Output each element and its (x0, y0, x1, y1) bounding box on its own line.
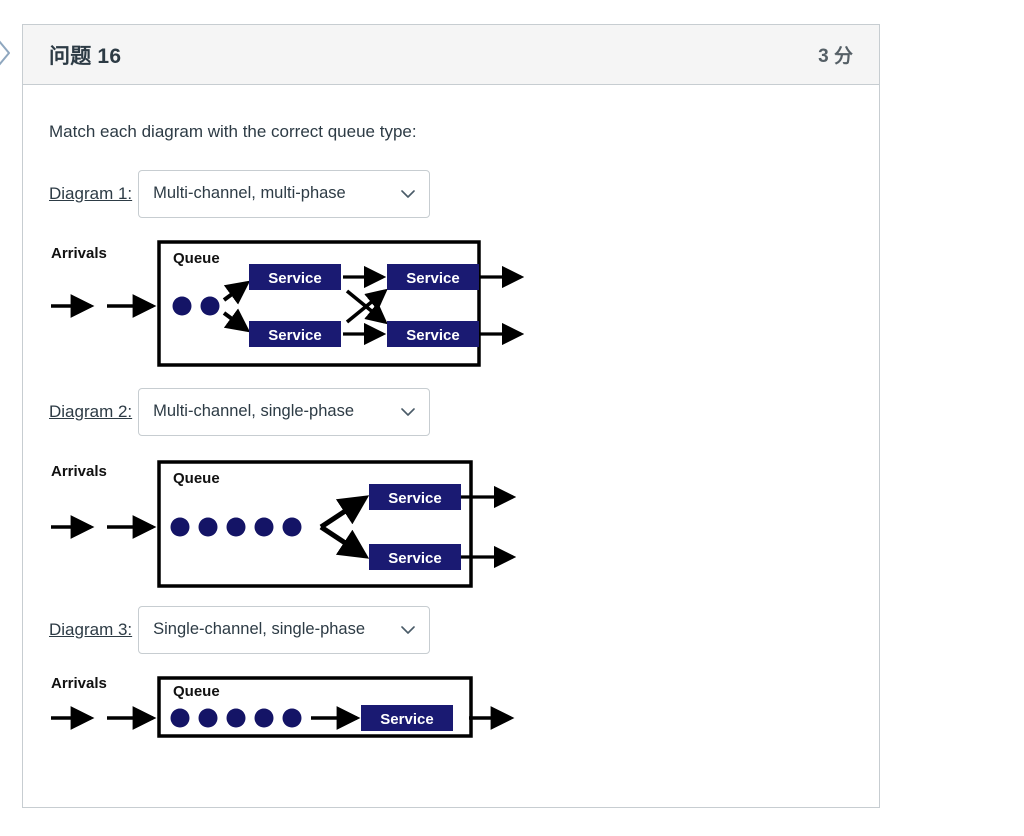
svg-text:Service: Service (268, 327, 321, 344)
diagram-2-svg: Arrivals Queue Servic (51, 460, 517, 588)
question-points: 3 分 (818, 46, 853, 67)
svg-text:Service: Service (388, 550, 441, 567)
spacer-1 (49, 368, 853, 388)
diagram-3-svg: Arrivals Queue Service (51, 675, 515, 738)
diagram-3-label: Diagram 3: (49, 619, 133, 639)
diagram-2-select[interactable]: Multi-channel, single-phase (138, 387, 431, 436)
diagram-3-select-value: Single-channel, single-phase (153, 620, 366, 639)
diagram-2-select-value: Multi-channel, single-phase (153, 402, 355, 421)
diagram-1-queue-label: Queue (173, 250, 220, 267)
diagram-2-image: Arrivals Queue Servic (49, 454, 853, 588)
chevron-down-icon (401, 625, 415, 634)
diagram-1-label: Diagram 1: (49, 183, 133, 203)
svg-text:Service: Service (268, 270, 321, 287)
question-prompt: Match each diagram with the correct queu… (49, 122, 417, 141)
question-title: 问题 16 (49, 44, 122, 68)
svg-text:Service: Service (380, 711, 433, 728)
svg-text:Service: Service (406, 270, 459, 287)
chevron-down-icon (401, 407, 415, 416)
svg-text:Service: Service (388, 490, 441, 507)
diagram-2-arrivals-label: Arrivals (51, 463, 107, 480)
match-row-2: Diagram 2: Multi-channel, single-phase (49, 387, 853, 436)
diagram-1-select-value: Multi-channel, multi-phase (153, 184, 346, 203)
chevron-right-icon[interactable] (0, 38, 14, 68)
diagram-2-queue-label: Queue (173, 470, 220, 487)
diagram-1-select[interactable]: Multi-channel, multi-phase (138, 169, 431, 218)
diagram-2-label: Diagram 2: (49, 401, 133, 421)
chevron-down-icon (401, 189, 415, 198)
question-body: Match each diagram with the correct queu… (23, 85, 879, 756)
match-row-3: Diagram 3: Single-channel, single-phase (49, 605, 853, 654)
match-row-1: Diagram 1: Multi-channel, multi-phase (49, 169, 853, 218)
question-header: 问题 16 3 分 (23, 25, 879, 85)
diagram-3-queue-label: Queue (173, 683, 220, 700)
svg-text:Service: Service (406, 327, 459, 344)
diagram-3-arrivals-label: Arrivals (51, 675, 107, 692)
diagram-1-image: Arrivals Queue Service (49, 236, 853, 368)
diagram-1-svg: Arrivals Queue Service (51, 240, 525, 367)
spacer-2 (49, 588, 853, 606)
diagram-3-image: Arrivals Queue Service (49, 670, 853, 746)
question-card: 问题 16 3 分 Match each diagram with the co… (22, 24, 880, 808)
diagram-1-arrivals-label: Arrivals (51, 245, 107, 262)
diagram-3-select[interactable]: Single-channel, single-phase (138, 605, 431, 654)
